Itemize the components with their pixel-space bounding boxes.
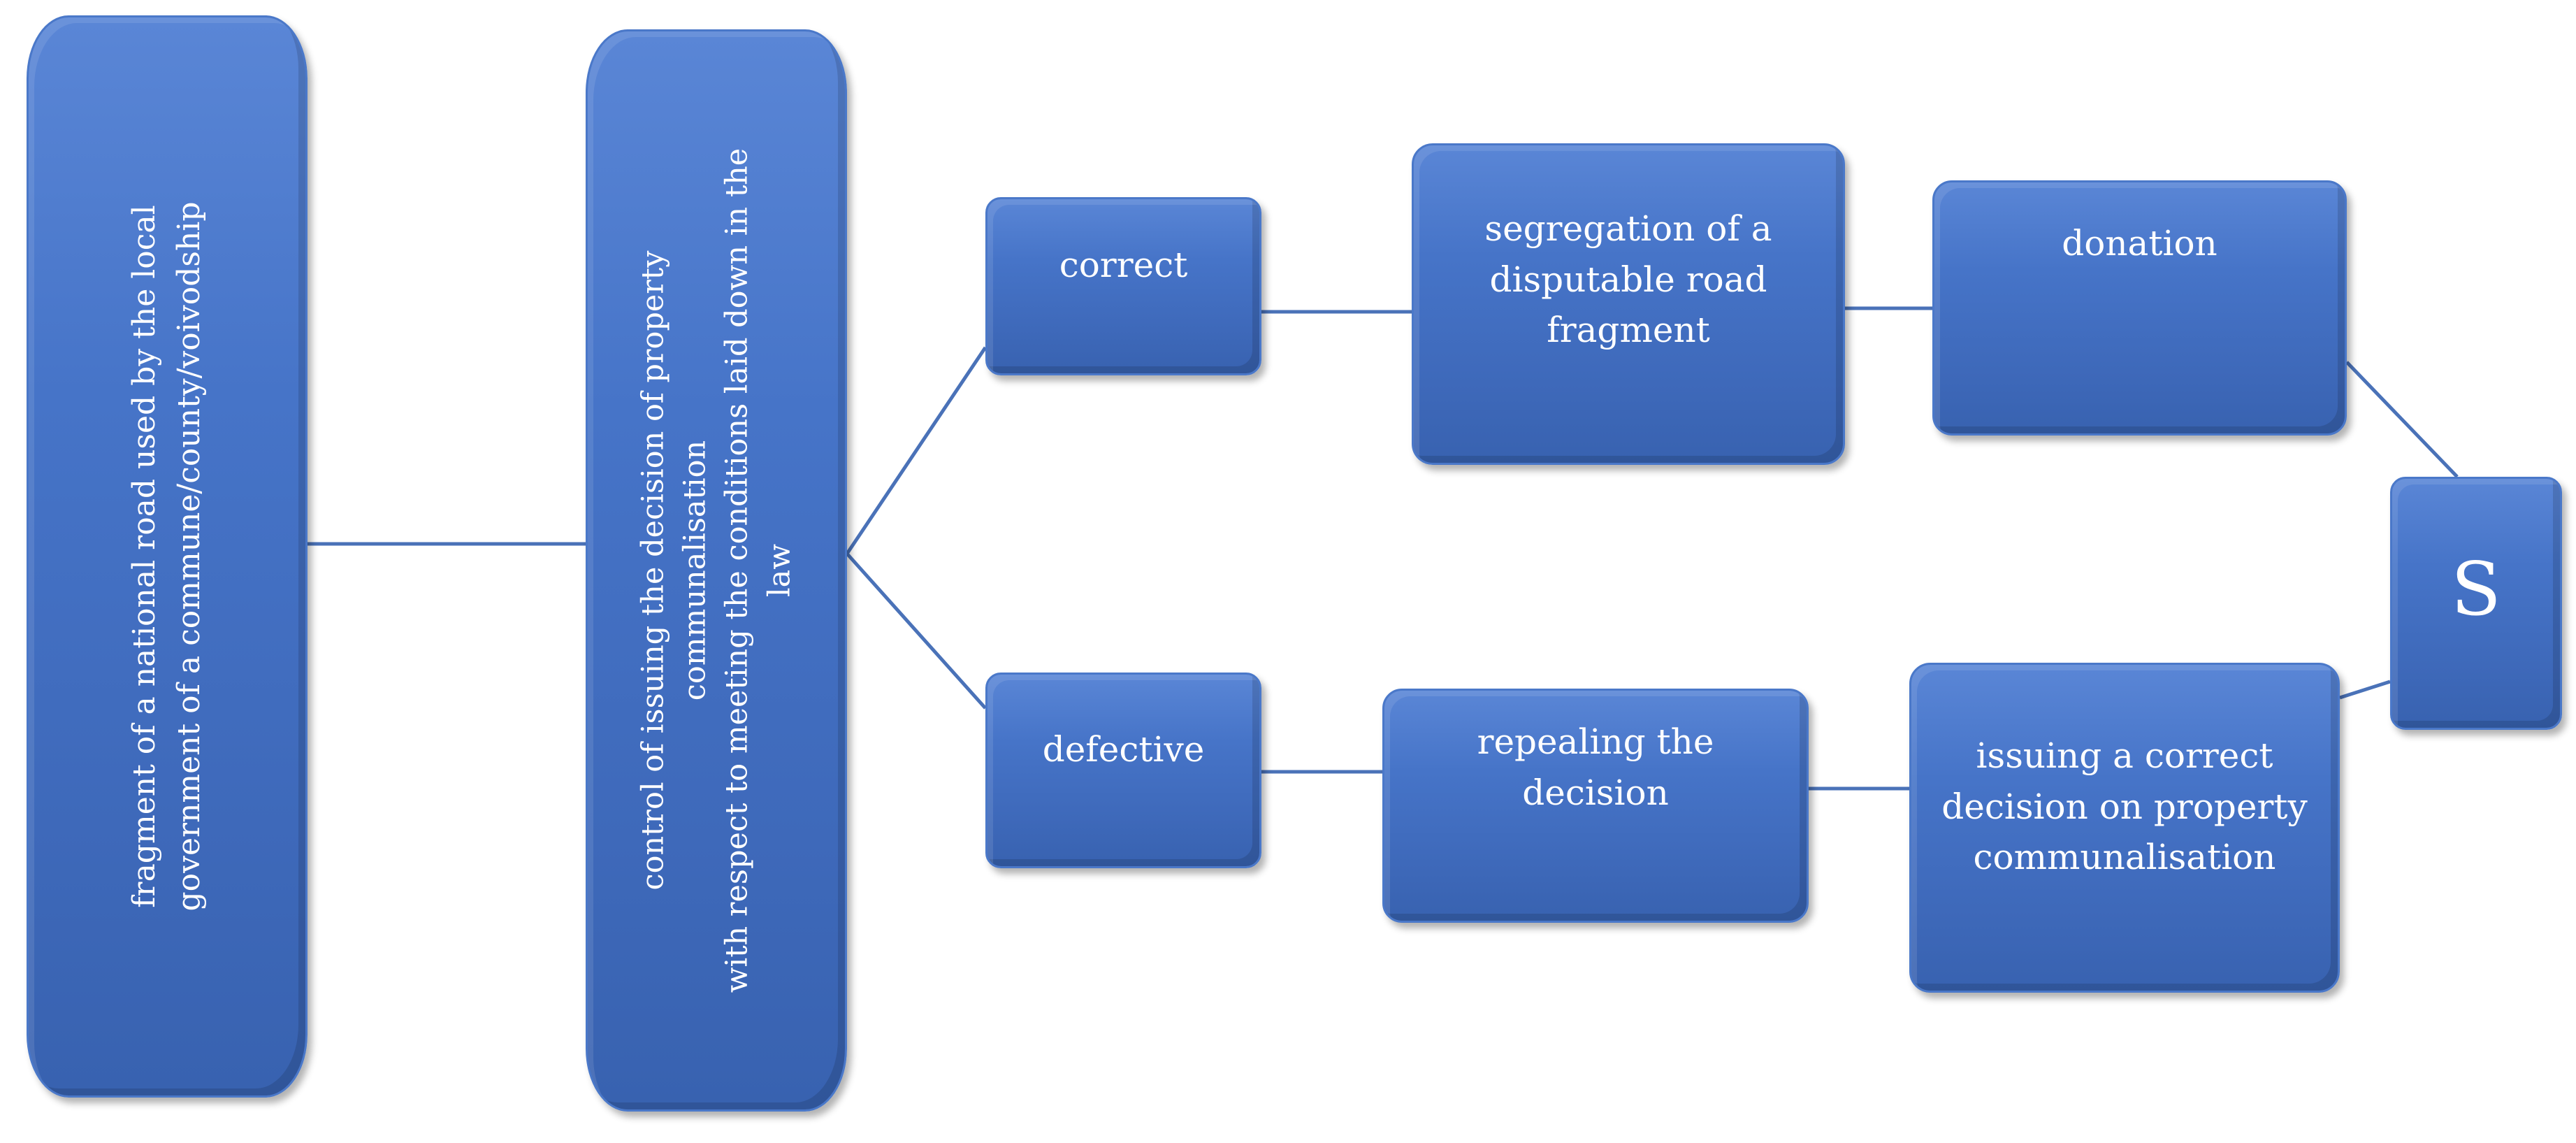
- node-correct-text: correct: [1059, 245, 1188, 286]
- node-segregation: segregation of a disputable road fragmen…: [1412, 143, 1845, 465]
- node-s-text: S: [2451, 546, 2501, 632]
- edge-donation-to-s: [2345, 361, 2459, 478]
- edge-control-to-correct: [845, 346, 987, 555]
- node-road-fragment-text: fragment of a national road used by the …: [126, 201, 207, 912]
- node-issuing-text: issuing a correct decision on property c…: [1941, 735, 2308, 878]
- edge-issuing-to-s: [2339, 680, 2391, 700]
- node-control: control of issuing the decision of prope…: [586, 29, 847, 1112]
- node-repealing: repealing the decision: [1382, 689, 1809, 923]
- node-issuing: issuing a correct decision on property c…: [1909, 663, 2340, 993]
- node-control-text: control of issuing the decision of prope…: [635, 148, 797, 993]
- node-repealing-text: repealing the decision: [1477, 721, 1714, 813]
- node-segregation-text: segregation of a disputable road fragmen…: [1484, 208, 1772, 351]
- edge-control-to-defective: [846, 552, 987, 710]
- node-defective: defective: [985, 673, 1261, 868]
- node-road-fragment: fragment of a national road used by the …: [27, 15, 307, 1098]
- node-donation: donation: [1932, 180, 2347, 436]
- node-s: S: [2390, 477, 2562, 730]
- node-defective-text: defective: [1042, 728, 1205, 770]
- node-donation-text: donation: [2062, 222, 2217, 264]
- node-correct: correct: [985, 197, 1261, 375]
